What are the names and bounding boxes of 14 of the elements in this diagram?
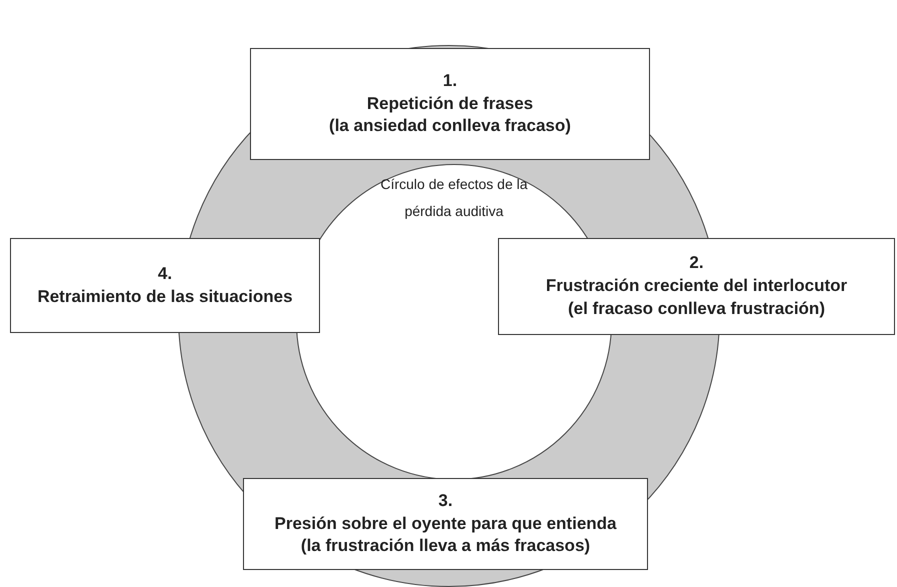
step-title: Frustración creciente del interlocutor xyxy=(546,275,848,298)
step-title: Retraimiento de las situaciones xyxy=(37,286,293,308)
step-number: 1. xyxy=(442,70,458,92)
step-title: Presión sobre el oyente para que entienda xyxy=(274,512,616,535)
process-box xyxy=(498,238,895,335)
step-number: 3. xyxy=(438,490,453,512)
circle-title: Círculo de efectos de la pérdida auditiva xyxy=(379,175,529,221)
step-title: Repetición de frases xyxy=(366,92,534,115)
step-number: 4. xyxy=(158,262,172,285)
step-note: (el fracaso conlleva frustración) xyxy=(568,298,825,320)
step-note: (la ansiedad conlleva fracaso) xyxy=(329,115,571,138)
step-number: 2. xyxy=(689,252,704,274)
process-box xyxy=(10,238,320,333)
step-note: (la frustración lleva a más fracasos) xyxy=(300,535,590,558)
